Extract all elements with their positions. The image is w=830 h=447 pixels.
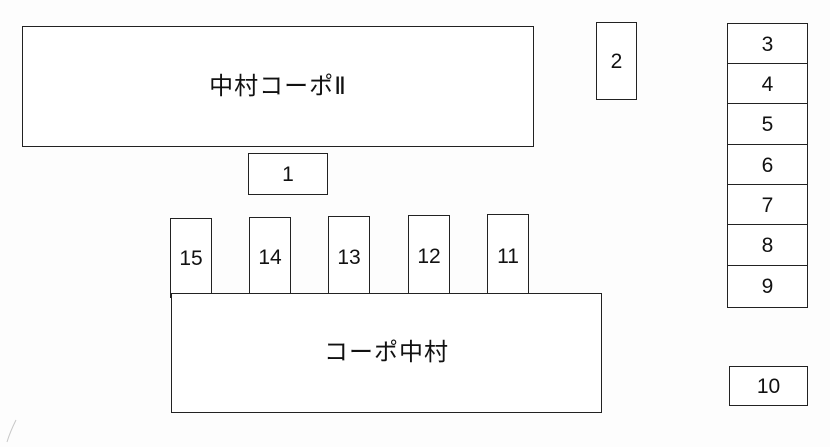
building-nakamura-corpo-2-label: 中村コーポⅡ <box>209 72 347 100</box>
parking-space-8-label: 8 <box>761 234 774 257</box>
parking-space-15: 15 <box>170 218 212 298</box>
parking-space-2: 2 <box>596 22 637 100</box>
parking-space-2-label: 2 <box>610 49 623 73</box>
parking-space-1: 1 <box>248 153 328 195</box>
parking-space-5-label: 5 <box>761 113 774 136</box>
parking-space-13-label: 13 <box>337 245 361 269</box>
parking-space-5: 5 <box>727 103 808 146</box>
parking-space-10-label: 10 <box>756 374 781 398</box>
parking-space-12-label: 12 <box>417 245 441 268</box>
parking-space-11: 11 <box>487 214 529 298</box>
building-corpo-nakamura: コーポ中村 <box>171 293 602 413</box>
parking-space-12: 12 <box>408 215 450 298</box>
parking-space-4-label: 4 <box>761 72 774 96</box>
building-corpo-nakamura-label: コーポ中村 <box>324 339 449 366</box>
parking-space-9-label: 9 <box>761 275 774 298</box>
parking-space-10: 10 <box>729 366 808 406</box>
parking-space-4: 4 <box>727 63 808 105</box>
building-nakamura-corpo-2: 中村コーポⅡ <box>22 26 534 147</box>
parking-space-14-label: 14 <box>258 246 282 269</box>
parking-space-11-label: 11 <box>497 244 519 268</box>
parking-space-6-label: 6 <box>761 153 774 177</box>
parking-space-15-label: 15 <box>179 246 203 270</box>
parking-space-14: 14 <box>249 217 291 298</box>
parking-space-7: 7 <box>727 184 808 226</box>
parking-space-1-label: 1 <box>282 162 294 186</box>
parking-space-6: 6 <box>727 144 808 186</box>
parking-space-9: 9 <box>727 265 808 308</box>
pencil-mark <box>6 419 17 443</box>
parking-space-3-label: 3 <box>761 32 774 56</box>
parking-space-7-label: 7 <box>761 193 774 217</box>
parking-space-13: 13 <box>328 216 370 298</box>
parking-space-8: 8 <box>727 224 808 267</box>
parking-space-3: 3 <box>727 23 808 65</box>
